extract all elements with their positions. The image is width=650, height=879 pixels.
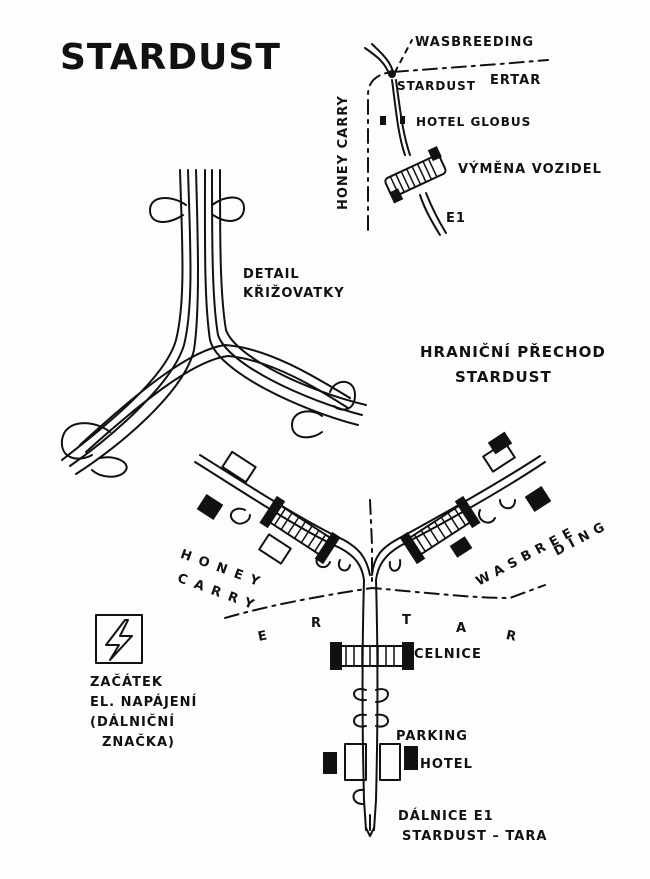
label-krizovatky: KŘIŽOVATKY <box>243 286 345 301</box>
label-ertar: ERTAR <box>490 73 542 88</box>
gate-west-icon <box>196 450 292 565</box>
ertar-letter-r1: R <box>311 616 323 631</box>
customs-building-south-icon <box>330 642 414 670</box>
lightning-bolt-icon <box>105 619 133 661</box>
map-title: STARDUST <box>60 37 281 78</box>
label-dalnice-e1: DÁLNICE E1 <box>398 809 494 824</box>
label-vymena-vozidel: VÝMĚNA VOZIDEL <box>458 162 602 177</box>
legend-line2: EL. NAPÁJENÍ <box>90 695 198 710</box>
overview-map <box>364 39 549 236</box>
legend-line1: ZAČÁTEK <box>90 675 163 690</box>
crossing-title-line2: STARDUST <box>455 368 552 386</box>
label-hotel-globus: HOTEL GLOBUS <box>416 115 532 129</box>
label-hotel: HOTEL <box>420 757 473 772</box>
border-crossing-plan <box>194 431 552 837</box>
crossing-title-line1: HRANIČNÍ PŘECHOD <box>420 343 606 361</box>
legend-line3: (DÁLNIČNÍ <box>90 715 176 730</box>
stardust-point-icon <box>388 70 396 78</box>
vehicle-exchange-icon <box>384 146 447 204</box>
label-honey-carry: HONEY CARRY <box>336 95 351 210</box>
label-e1: E1 <box>446 211 466 226</box>
label-stardust: STARDUST <box>397 79 476 93</box>
label-wasbreeding: WASBREEDING <box>415 35 535 50</box>
label-stardust-tara: STARDUST – TARA <box>402 829 548 844</box>
label-celnice: CELNICE <box>414 647 482 662</box>
label-detail: DETAIL <box>243 267 300 282</box>
ertar-letter-t: T <box>402 613 412 628</box>
customs-building-west-icon <box>259 495 341 565</box>
gate-east-icon <box>449 431 552 558</box>
legend-line4: ZNAČKA) <box>102 735 175 750</box>
customs-building-east-icon <box>399 495 481 565</box>
label-parking: PARKING <box>396 729 468 744</box>
interchange-detail <box>60 169 367 478</box>
hotel-parking-icon <box>323 743 418 781</box>
ertar-letter-a: A <box>456 621 468 636</box>
power-supply-sign <box>95 614 143 664</box>
